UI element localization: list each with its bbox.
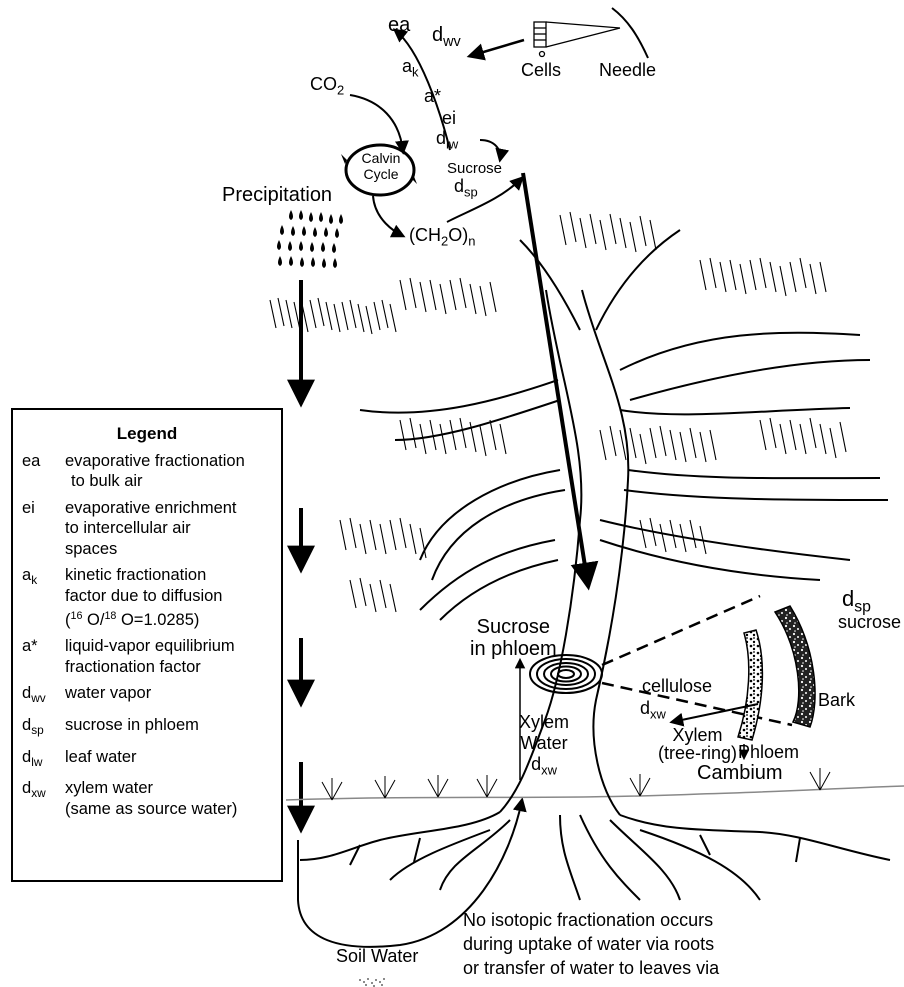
dashed-callout-lines bbox=[602, 596, 792, 725]
leafwater-to-sucrose-arrow bbox=[480, 140, 500, 160]
needle-cells-icon bbox=[534, 8, 648, 58]
needle-to-flux-arrow bbox=[470, 40, 524, 56]
cellulose-label: cellulose bbox=[642, 676, 712, 697]
bark-label: Bark bbox=[818, 690, 855, 711]
xylem-strip-icon bbox=[738, 630, 762, 740]
xylem-ring-label: Xylem(tree-ring) bbox=[658, 726, 737, 762]
cells-label: Cells bbox=[521, 60, 561, 81]
to-carbohydrate-arrow bbox=[373, 196, 403, 236]
sucrose-top-label: Sucrose bbox=[447, 160, 502, 177]
legend-item-dwv: dwv water vapor bbox=[13, 683, 281, 709]
phloem-label: Phloem bbox=[738, 742, 799, 763]
precipitation-label: Precipitation bbox=[222, 184, 332, 207]
tree-ring-icon bbox=[530, 655, 602, 693]
dlw-label: dlw bbox=[436, 128, 458, 152]
soil-water-icon bbox=[359, 978, 385, 987]
soil-water-label: Soil Water bbox=[336, 946, 418, 967]
legend-item-dlw: dlw leaf water bbox=[13, 747, 281, 773]
legend-item-dsp: dsp sucrose in phloem bbox=[13, 715, 281, 741]
phloem-transport-arrow bbox=[523, 173, 588, 585]
dwv-label: dwv bbox=[432, 24, 461, 50]
co2-label: CO2 bbox=[310, 74, 344, 98]
ground-line bbox=[286, 786, 904, 800]
dxw-cellulose-label: dxw bbox=[640, 698, 666, 722]
isotope-ratio: (16 O/18 O=1.0285) bbox=[65, 606, 277, 630]
needle-label: Needle bbox=[599, 60, 656, 81]
legend-title: Legend bbox=[13, 424, 281, 445]
astar-label: a* bbox=[424, 86, 441, 107]
cambium-label: Cambium bbox=[697, 762, 783, 785]
ak-label: ak bbox=[402, 56, 419, 80]
ei-label: ei bbox=[442, 108, 456, 129]
co2-arrow bbox=[350, 95, 403, 152]
roots bbox=[300, 812, 890, 900]
bark-strip-icon bbox=[775, 606, 815, 727]
raindrops-icon bbox=[277, 210, 343, 268]
sucrose-right-label: sucrose bbox=[838, 612, 901, 633]
ea-label: ea bbox=[388, 14, 410, 37]
carbohydrate-label: (CH2O)n bbox=[409, 225, 475, 249]
legend-item-dxw: dxw xylem water(same as source water) bbox=[13, 778, 281, 819]
dsp-top-label: dsp bbox=[454, 176, 478, 200]
